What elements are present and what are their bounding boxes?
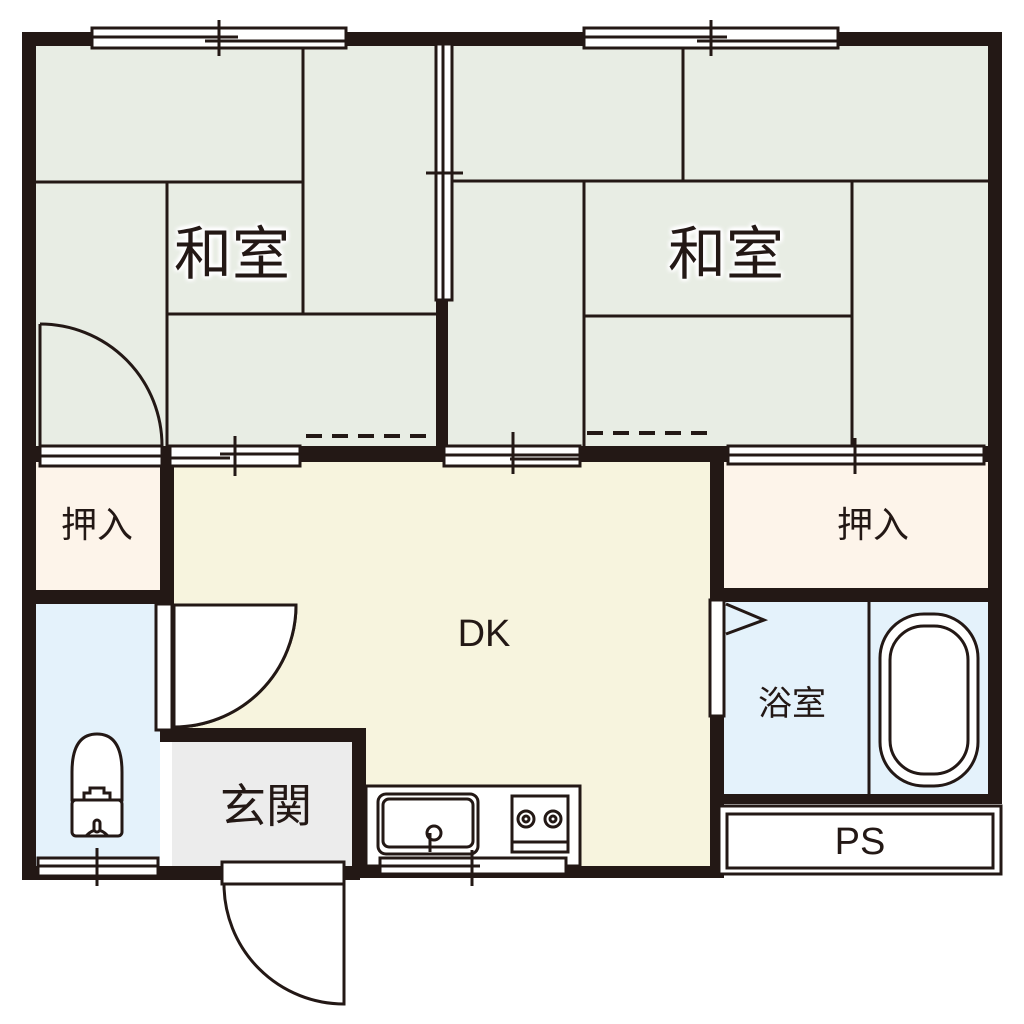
oshiire-left-room [34,462,160,590]
kitchen-counter [364,784,582,886]
sliding-door-washitsu-right-dk [442,432,582,474]
bathroom-label: 浴室 [758,684,826,724]
sliding-door-oshiire-left [38,444,164,468]
oshiire-left-label: 押入 [60,505,134,546]
window-top-left [90,20,348,56]
tatami-lines-left [34,44,436,446]
sliding-door-oshiire-right [726,438,986,474]
bathroom-door [708,598,769,718]
oshiire-right-label: 押入 [836,505,910,546]
genkan-label: 玄関 [220,779,312,833]
oshiire-right-room [724,462,990,590]
toilet-icon [70,732,124,838]
genkan-room [172,740,358,866]
washitsu-right-label: 和室 [667,220,785,288]
swing-door-entrance [220,860,346,1006]
sliding-door-washitsu-partition [426,42,463,302]
swing-door-toilet [172,603,298,729]
dk-label: DK [457,613,511,655]
swing-door-washitsu-left [38,322,164,447]
washitsu-left-room [34,44,438,446]
ps-box [717,804,1003,876]
sliding-door-washitsu-left-dk [168,436,302,476]
washitsu-left-label: 和室 [173,220,291,288]
tatami-lines-right [446,44,990,446]
ps-label: PS [834,821,886,863]
bathtub-icon [878,612,980,788]
window-toilet [36,848,160,886]
washitsu-right-room [446,44,990,446]
window-top-right [582,20,840,56]
